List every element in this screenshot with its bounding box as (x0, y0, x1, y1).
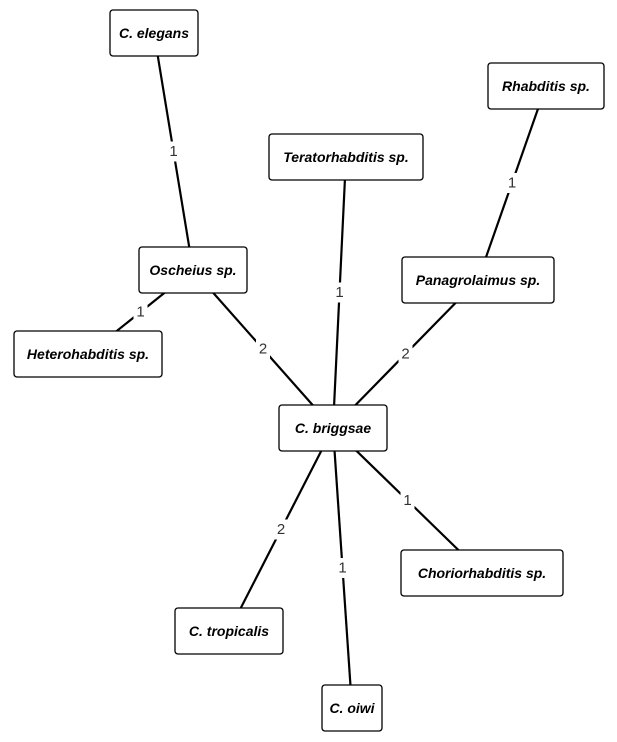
node-box (174, 607, 284, 655)
edge-label-background (398, 344, 413, 364)
node-label: Oscheius sp. (149, 262, 236, 278)
node-c_oiwi[interactable]: C. oiwi (321, 684, 383, 732)
node-box (321, 684, 383, 732)
node-label: C. briggsae (295, 420, 371, 436)
node-box (401, 256, 555, 304)
edge-oscheius-c_briggsae: 2 (192, 269, 334, 429)
node-label: Heterohabditis sp. (27, 346, 149, 362)
edge-label-background (505, 173, 519, 193)
node-c_briggsae[interactable]: C. briggsae (278, 404, 388, 452)
node-label: C. oiwi (329, 700, 375, 716)
edge-weight-label: 1 (169, 143, 177, 160)
node-box (278, 404, 388, 452)
node-label: Teratorhabditis sp. (283, 149, 409, 165)
node-rhabditis[interactable]: Rhabditis sp. (487, 62, 605, 110)
edge-weight-label: 1 (335, 284, 343, 301)
edge-c_briggsae-c_tropicalis: 2 (228, 427, 334, 632)
node-heterohabditis[interactable]: Heterohabditis sp. (13, 330, 163, 378)
edge-c_briggsae-c_oiwi: 1 (331, 427, 354, 709)
edge-weight-label: 1 (338, 560, 346, 577)
edge-weight-label: 2 (401, 346, 409, 363)
edge-panagrolaimus-c_briggsae: 2 (332, 279, 479, 429)
edge-weight-label: 1 (136, 304, 144, 321)
node-label: C. elegans (119, 25, 189, 41)
node-box (487, 62, 605, 110)
edge-label-background (256, 339, 270, 359)
node-choriorhabditis[interactable]: Choriorhabditis sp. (400, 549, 564, 597)
node-label: Rhabditis sp. (502, 78, 590, 94)
node-box (400, 549, 564, 597)
node-label: Panagrolaimus sp. (416, 272, 540, 288)
edge-weight-label: 1 (403, 492, 411, 509)
edge-rhabditis-panagrolaimus: 1 (476, 85, 548, 281)
edge-label-background (335, 558, 350, 578)
edge-label-background (332, 282, 347, 303)
edge-c_briggsae-choriorhabditis: 1 (332, 427, 483, 574)
node-box (109, 9, 199, 57)
node-label: Choriorhabditis sp. (418, 565, 546, 581)
node-teratorhabditis[interactable]: Teratorhabditis sp. (268, 133, 424, 181)
node-c_tropicalis[interactable]: C. tropicalis (174, 607, 284, 655)
node-box (13, 330, 163, 378)
edge-weight-label: 2 (259, 341, 267, 358)
edge-label-background (133, 302, 148, 322)
edge-teratorhabditis-c_briggsae: 1 (331, 156, 348, 429)
edge-c_elegans-oscheius: 1 (152, 32, 195, 271)
node-box (138, 246, 248, 294)
edge-weight-label: 2 (277, 521, 285, 538)
edge-label-background (274, 519, 288, 540)
edge-label-background (166, 141, 181, 162)
node-oscheius[interactable]: Oscheius sp. (138, 246, 248, 294)
node-c_elegans[interactable]: C. elegans (109, 9, 199, 57)
edge-label-background (400, 490, 415, 511)
node-box (268, 133, 424, 181)
node-label: C. tropicalis (189, 623, 269, 639)
edge-weight-label: 1 (508, 175, 516, 192)
node-panagrolaimus[interactable]: Panagrolaimus sp. (401, 256, 555, 304)
